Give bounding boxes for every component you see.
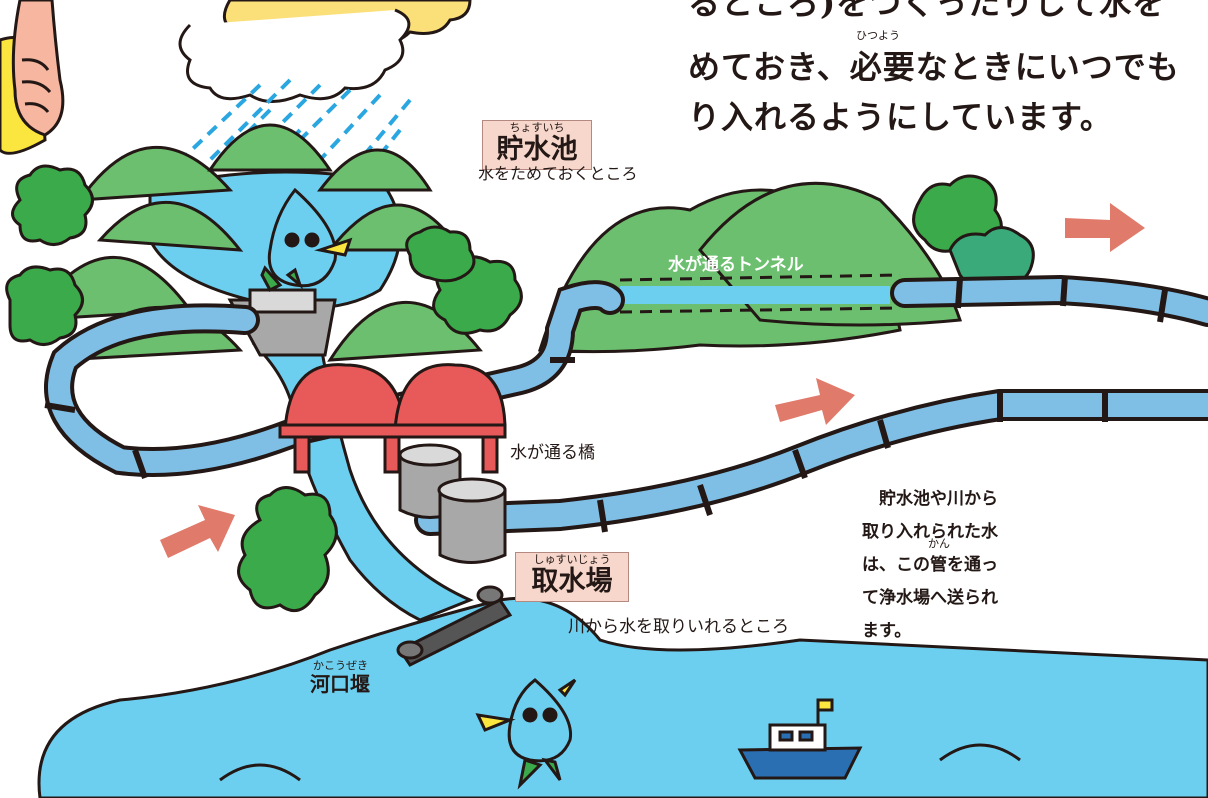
pipe-note-line: ます。 [862,621,912,641]
reservoir-desc: 水をためておくところ [478,164,638,183]
cloud [178,0,472,103]
pipe-note-line: 貯水池や川から [862,489,998,509]
boat [737,698,863,780]
water-bridge [278,363,507,474]
reservoir-label: ちょすいち 貯水池 [482,120,592,170]
intro-line-3: り入れるようにしています。 [688,98,1113,136]
reservoir-ruby: ちょすいち [509,121,565,134]
tunnel-label: 水が通るトンネル [668,255,804,275]
character-thumbs-up [0,0,65,155]
riverside-tree [237,486,338,613]
pipe-note-line: は、この管を通っ [862,555,998,575]
flow-arrows [160,203,1145,558]
weir-ruby: かこうぜき [313,659,368,672]
pipe-note-line: て浄水場へ送られ [862,588,998,608]
droplet-mascot-sea [475,678,577,790]
arrow-icon [160,505,235,558]
reservoir-title: 貯水池 [496,134,578,165]
weir-title: 河口堰 [310,672,370,696]
trees-left [5,164,523,346]
pipe-note: 貯水池や川から 取り入れられた水 は、この管を通っ て浄水場へ送られ ます。 [862,483,1062,648]
trees-right [912,174,1035,288]
ruby-kan: かん [928,537,950,550]
intake-ruby: しゅすいじょう [533,553,611,566]
pipe-joints [44,275,1168,533]
tunnel [619,273,901,314]
intake-facility [398,443,507,564]
arrow-icon [1065,203,1145,252]
pipe-note-line: 取り入れられた水 [862,522,998,542]
intake-label: しゅすいじょう 取水場 [515,552,629,602]
intake-desc: 川から水を取りいれるところ [568,617,789,637]
arrow-icon [775,378,855,425]
droplet-mascot-reservoir [260,187,353,292]
bridge-label: 水が通る橋 [510,443,595,463]
intro-line-2: めておき、必要なときにいつでも [688,48,1180,86]
ruby-hitsuyou: ひつよう [856,29,900,42]
estuary-weir [396,585,513,667]
intro-line-1: るところ)をつくったりして水を [688,0,1166,22]
intake-title: 取水場 [531,566,613,597]
